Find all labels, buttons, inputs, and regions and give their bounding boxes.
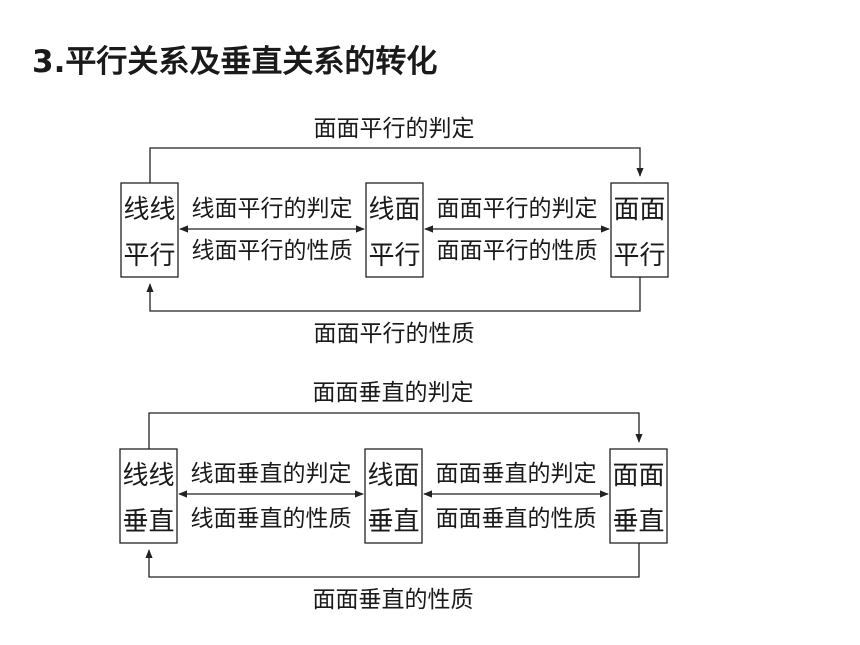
parallel-top-label: 面面平行的判定 xyxy=(314,116,475,142)
parallel-top-arrow xyxy=(149,147,644,183)
perpendicular-diagram: 面面垂直的判定 线线 垂直 线面 垂直 面面 垂直 线面垂直的判定 线面垂直的性… xyxy=(119,380,668,613)
box-line-plane-perpendicular-l2: 垂直 xyxy=(367,507,419,537)
box-plane-plane-perpendicular xyxy=(609,448,668,544)
box-line-plane-parallel-l2: 平行 xyxy=(368,241,420,271)
parallel-arrow1-bottom-label: 线面平行的性质 xyxy=(192,238,353,264)
box-line-line-perpendicular-l1: 线线 xyxy=(122,461,174,491)
perpendicular-arrow2-top-label: 面面垂直的判定 xyxy=(436,461,597,487)
box-line-plane-parallel-l1: 线面 xyxy=(368,195,420,225)
parallel-arrow1-top-label: 线面平行的判定 xyxy=(192,196,353,222)
parallel-diagram: 面面平行的判定 线线 平行 线面 平行 面面 平行 线面平行的判定 线面平行的性… xyxy=(120,116,669,347)
box-plane-plane-perpendicular-l1: 面面 xyxy=(612,461,664,491)
box-line-plane-perpendicular-l1: 线面 xyxy=(367,461,419,491)
box-line-plane-perpendicular xyxy=(364,448,423,544)
perpendicular-arrow2-bottom-label: 面面垂直的性质 xyxy=(436,506,597,532)
box-plane-plane-parallel-l2: 平行 xyxy=(613,241,665,271)
perpendicular-top-label: 面面垂直的判定 xyxy=(313,380,474,406)
perpendicular-bottom-arrow xyxy=(145,543,640,578)
box-plane-plane-parallel-l1: 面面 xyxy=(613,195,665,225)
box-line-line-parallel-l2: 平行 xyxy=(123,241,175,271)
parallel-arrow2-bottom-label: 面面平行的性质 xyxy=(437,238,598,264)
perpendicular-arrow1-bottom-label: 线面垂直的性质 xyxy=(191,506,352,532)
box-line-plane-parallel xyxy=(365,182,424,278)
page-title: 3.平行关系及垂直关系的转化 xyxy=(32,44,438,80)
parallel-bottom-label: 面面平行的性质 xyxy=(314,321,475,347)
box-line-line-perpendicular xyxy=(119,448,178,544)
box-line-line-parallel-l1: 线线 xyxy=(123,195,175,225)
perpendicular-top-arrow xyxy=(148,412,643,449)
box-plane-plane-perpendicular-l2: 垂直 xyxy=(612,507,664,537)
box-line-line-parallel xyxy=(120,182,179,278)
perpendicular-arrow1-top-label: 线面垂直的判定 xyxy=(191,461,352,487)
box-line-line-perpendicular-l2: 垂直 xyxy=(122,507,174,537)
parallel-bottom-arrow xyxy=(146,277,641,312)
parallel-arrow2-top-label: 面面平行的判定 xyxy=(437,196,598,222)
perpendicular-bottom-label: 面面垂直的性质 xyxy=(313,587,474,613)
box-plane-plane-parallel xyxy=(610,182,669,278)
